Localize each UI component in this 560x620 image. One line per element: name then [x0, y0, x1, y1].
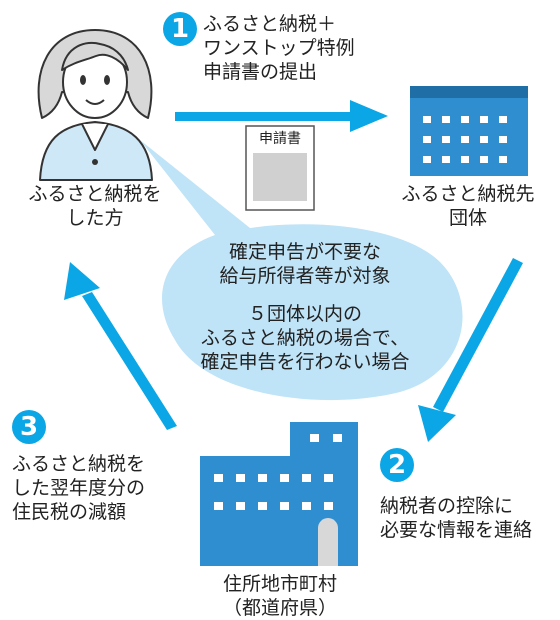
furusato-building-icon — [410, 86, 528, 176]
arrow-step1 — [175, 100, 388, 132]
bubble-text: 確定申告が不要な 給与所得者等が対象 ５団体以内の ふるさと納税の場合で、 確定… — [175, 240, 435, 374]
step1-number-badge: 1 — [163, 12, 197, 46]
person-label-line: した方 — [66, 207, 124, 229]
municipality-line: （都道府県） — [222, 597, 337, 619]
step3-number-badge: 3 — [12, 410, 46, 444]
step1-line: 申請書の提出 — [203, 61, 318, 83]
step1-line: ワンストップ特例 — [203, 37, 355, 59]
furusato-org-line: ふるさと納税先 — [401, 183, 535, 205]
arrow-step2 — [418, 258, 523, 442]
step3-text: ふるさと納税を した翌年度分の 住民税の減額 — [12, 452, 145, 524]
bubble-line: ５団体以内の — [247, 303, 362, 325]
step3-line: した翌年度分の — [12, 477, 146, 499]
step2-line: 納税者の控除に — [380, 495, 514, 517]
furusato-org-line: 団体 — [448, 207, 487, 229]
step1-line: ふるさと納税＋ — [203, 13, 337, 35]
step2-text: 納税者の控除に 必要な情報を連絡 — [380, 494, 532, 542]
bubble-line: 確定申告が不要な — [228, 241, 381, 263]
bubble-line: ふるさと納税の場合で、 — [200, 327, 410, 349]
furusato-org-label: ふるさと納税先 団体 — [388, 182, 548, 230]
person-label: ふるさと納税を した方 — [0, 182, 190, 230]
municipality-label: 住所地市町村 （都道府県） — [190, 572, 370, 620]
document-icon — [245, 125, 315, 211]
bubble-line: 給与所得者等が対象 — [219, 265, 391, 287]
step1-text: ふるさと納税＋ ワンストップ特例 申請書の提出 — [203, 12, 355, 84]
step3-line: 住民税の減額 — [12, 501, 127, 523]
person-label-line: ふるさと納税を — [28, 183, 162, 205]
municipality-line: 住所地市町村 — [222, 573, 337, 595]
person-icon — [37, 29, 153, 181]
municipality-building-icon — [200, 422, 358, 566]
arrow-step3 — [64, 262, 177, 430]
step2-line: 必要な情報を連絡 — [380, 519, 533, 541]
step2-number-badge: 2 — [380, 448, 414, 482]
step3-line: ふるさと納税を — [12, 453, 146, 475]
speech-bubble — [140, 140, 463, 401]
bubble-line: 確定申告を行わない場合 — [200, 351, 410, 373]
document-label: 申請書 — [259, 131, 301, 147]
